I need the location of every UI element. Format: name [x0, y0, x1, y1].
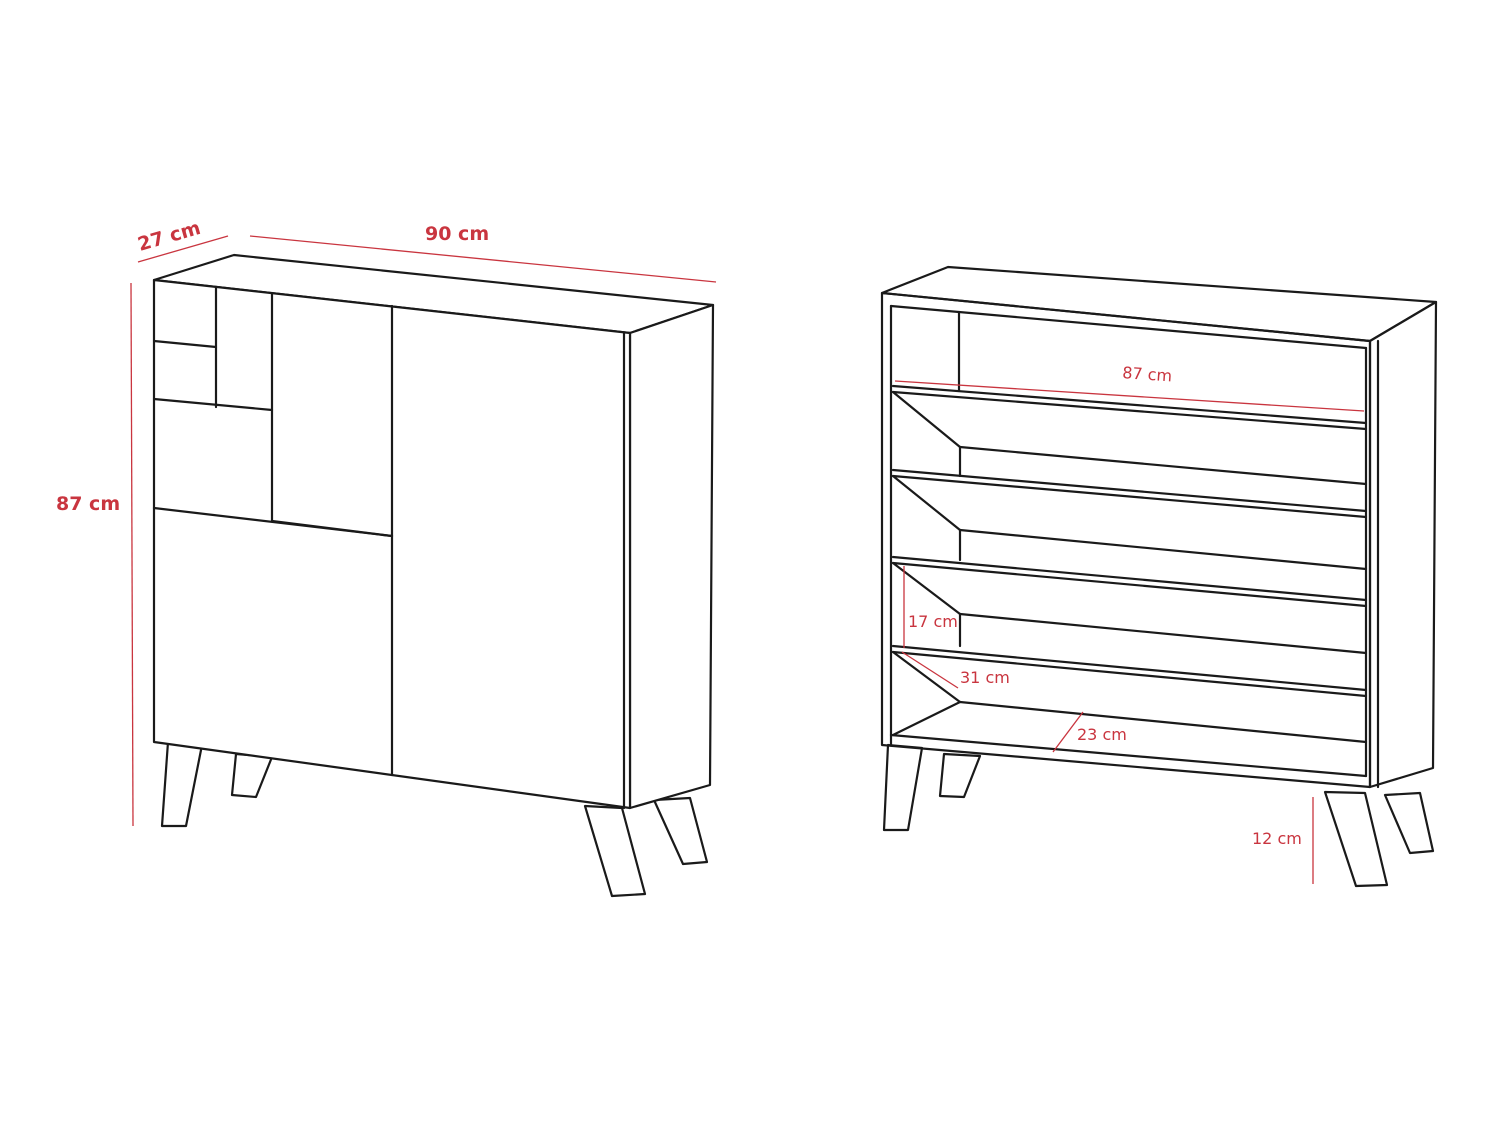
- shelf-depth-dimension-label: 31 cm: [960, 668, 1010, 687]
- open-dimension-lines: [894, 380, 1365, 884]
- base-depth-dimension-label: 23 cm: [1077, 725, 1127, 744]
- closed-dimension-lines: [130, 235, 717, 827]
- open-cabinet: 87 cm 17 cm 31 cm 23 cm 12 cm: [880, 265, 1438, 888]
- open-side: [1368, 300, 1438, 789]
- depth-dimension-label: 27 cm: [135, 217, 203, 256]
- inner-width-dimension-label: 87 cm: [1122, 363, 1173, 385]
- tilted-shelves: [891, 384, 1368, 744]
- leg-height-dimension-label: 12 cm: [1252, 829, 1302, 848]
- open-cabinet-legs: [882, 743, 1435, 888]
- closed-side: [628, 303, 715, 810]
- closed-cabinet-legs: [160, 740, 709, 898]
- decor-panels: [152, 285, 394, 538]
- shelf-height-dimension-label: 17 cm: [908, 612, 958, 631]
- height-dimension-label: 87 cm: [56, 493, 120, 515]
- closed-cabinet: 27 cm 90 cm 87 cm: [56, 217, 717, 898]
- open-carcass: [880, 291, 1372, 789]
- width-dimension-label: 90 cm: [425, 223, 489, 245]
